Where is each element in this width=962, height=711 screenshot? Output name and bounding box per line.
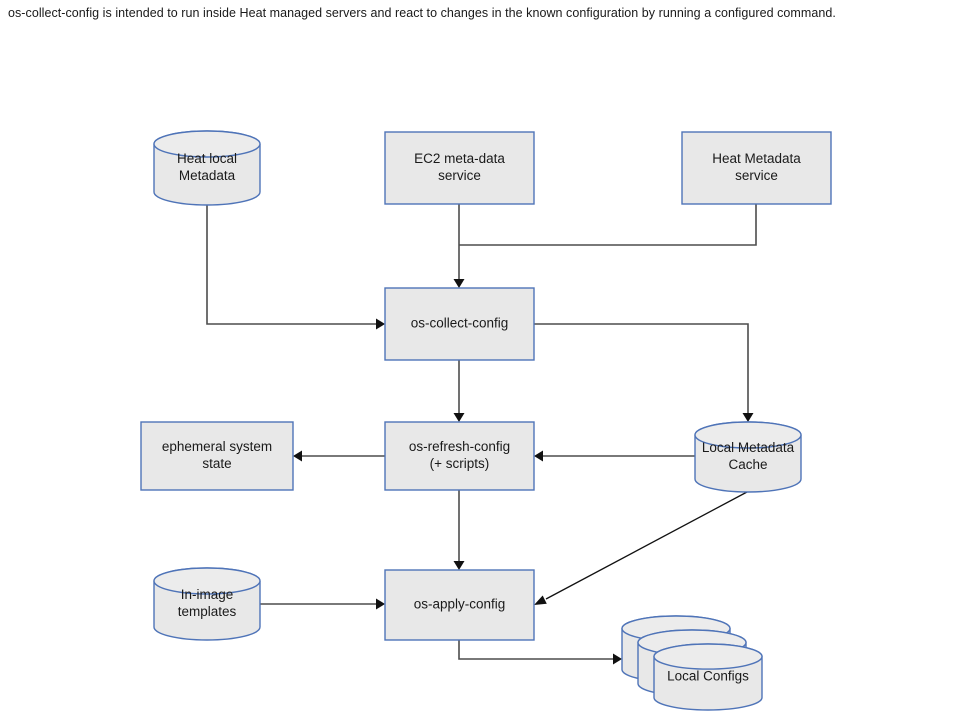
node-in-image-templates[interactable]: In-image templates [153, 567, 261, 641]
arrow-head-icon [376, 318, 385, 330]
node-ec2-meta-data-service[interactable]: EC2 meta-data service [384, 131, 535, 205]
node-os-apply-config[interactable]: os-apply-config [384, 569, 535, 641]
node-label: Local Configs [667, 669, 749, 684]
node-label: Heat Metadata [712, 151, 801, 166]
arrow-head-icon [453, 561, 465, 570]
node-label: state [202, 456, 231, 471]
cylinder-top-ellipse [153, 567, 261, 595]
node-local-configs[interactable]: Local Configs [621, 615, 763, 711]
node-label: os-refresh-config [409, 439, 510, 454]
node-box-shape [384, 421, 535, 491]
edge-line [206, 205, 377, 325]
node-box-shape [384, 569, 535, 641]
edge-local-metadata-cache-to-os-refresh-config [534, 450, 695, 462]
arrow-head-icon [453, 413, 465, 422]
edge-local-metadata-cache-to-os-apply-config [534, 491, 748, 605]
node-box-shape [681, 131, 832, 205]
arrow-head-icon [613, 653, 622, 665]
page-caption: os-collect-config is intended to run ins… [8, 6, 836, 20]
node-label: Metadata [179, 168, 236, 183]
edge-heat-local-metadata-to-os-collect-config [206, 205, 385, 330]
cylinder-top-ellipse [653, 643, 763, 670]
node-ephemeral-system-state[interactable]: ephemeral system state [140, 421, 294, 491]
arrow-head-icon [376, 598, 385, 610]
node-box-shape [140, 421, 294, 491]
node-os-collect-config[interactable]: os-collect-config [384, 287, 535, 361]
arrow-head-icon [534, 450, 543, 462]
node-heat-metadata-service[interactable]: Heat Metadata service [681, 131, 832, 205]
edges-layer [206, 204, 757, 665]
node-label: os-collect-config [411, 316, 509, 331]
edge-line [459, 204, 757, 246]
cylinder-top-ellipse [153, 130, 261, 158]
edge-line [545, 491, 748, 600]
node-label: Local Metadata [702, 440, 795, 455]
arrow-head-icon [453, 279, 465, 288]
arrow-head-icon [293, 450, 302, 462]
node-label: Heat local [177, 151, 237, 166]
node-label: (+ scripts) [430, 456, 490, 471]
arrow-head-icon [742, 413, 754, 422]
node-label: ephemeral system [162, 439, 272, 454]
cylinder-top-ellipse [694, 421, 802, 449]
node-label: templates [178, 604, 237, 619]
edge-os-apply-config-to-local-configs [458, 640, 622, 665]
node-box-shape [384, 131, 535, 205]
edge-line [534, 323, 749, 414]
node-label: service [438, 168, 481, 183]
edge-os-refresh-config-to-os-apply-config [453, 490, 465, 570]
edge-in-image-templates-to-os-apply-config [260, 598, 385, 610]
node-label: service [735, 168, 778, 183]
edge-ec2-meta-data-service-to-os-collect-config [453, 204, 465, 288]
node-label: EC2 meta-data [414, 151, 505, 166]
node-label: Cache [728, 457, 767, 472]
edge-os-refresh-config-to-ephemeral-system-state [293, 450, 385, 462]
edge-heat-metadata-service-to-os-collect-config [459, 204, 757, 246]
node-os-refresh-config[interactable]: os-refresh-config (+ scripts) [384, 421, 535, 491]
node-label: In-image [181, 587, 234, 602]
edge-os-collect-config-to-os-refresh-config [453, 360, 465, 422]
node-box-shape [384, 287, 535, 361]
edge-os-collect-config-to-local-metadata-cache [534, 323, 754, 422]
arrow-head-icon [534, 595, 547, 605]
node-label: os-apply-config [414, 597, 506, 612]
edge-line [458, 640, 614, 660]
